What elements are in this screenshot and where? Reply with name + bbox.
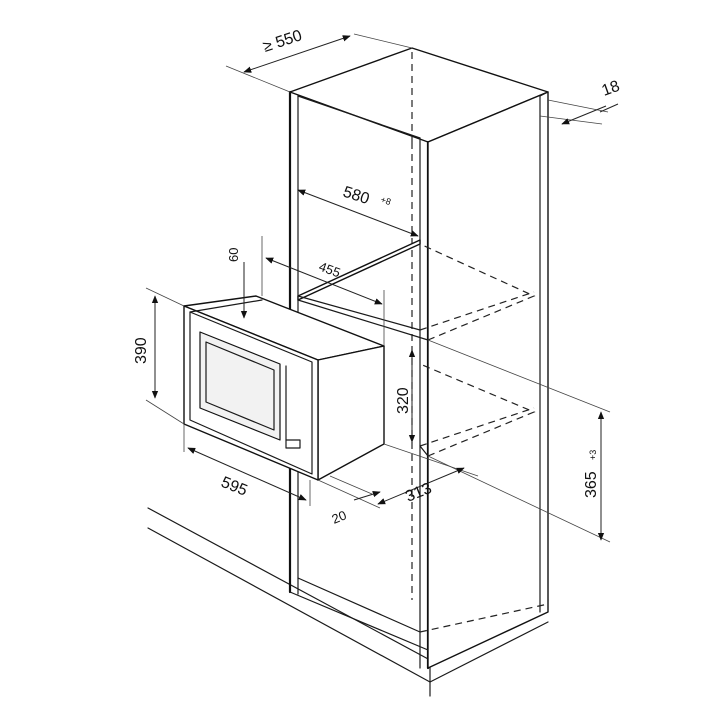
label-cabinet-depth: ≥ 550 xyxy=(261,27,304,56)
dim-front-offset: 20 xyxy=(317,475,381,527)
dim-top-offset: 60 xyxy=(226,248,248,319)
label-niche-width-tol: +8 xyxy=(379,194,392,207)
label-appliance-depth: 455 xyxy=(317,259,343,281)
label-top-offset: 60 xyxy=(226,248,241,262)
dim-appliance-height: 390 xyxy=(133,287,185,425)
label-niche-height: 320 xyxy=(395,387,412,414)
label-front-offset: 20 xyxy=(330,507,349,526)
dim-appliance-depth: 455 xyxy=(261,236,385,346)
label-panel-thickness: 18 xyxy=(600,78,623,100)
label-niche-floor-height: 365 xyxy=(583,471,600,498)
dim-niche-height: 320 xyxy=(395,349,416,443)
dim-panel-thickness: 18 xyxy=(539,78,623,125)
dim-niche-width: 580 +8 xyxy=(297,184,419,237)
label-niche-floor-height-tol: +3 xyxy=(588,450,598,460)
label-niche-width: 580 xyxy=(341,184,372,208)
label-appliance-width: 595 xyxy=(219,474,250,500)
label-appliance-height: 390 xyxy=(133,337,150,364)
tall-cabinet xyxy=(288,47,549,670)
niche-lower-shelf xyxy=(419,363,536,457)
microwave xyxy=(183,295,385,481)
